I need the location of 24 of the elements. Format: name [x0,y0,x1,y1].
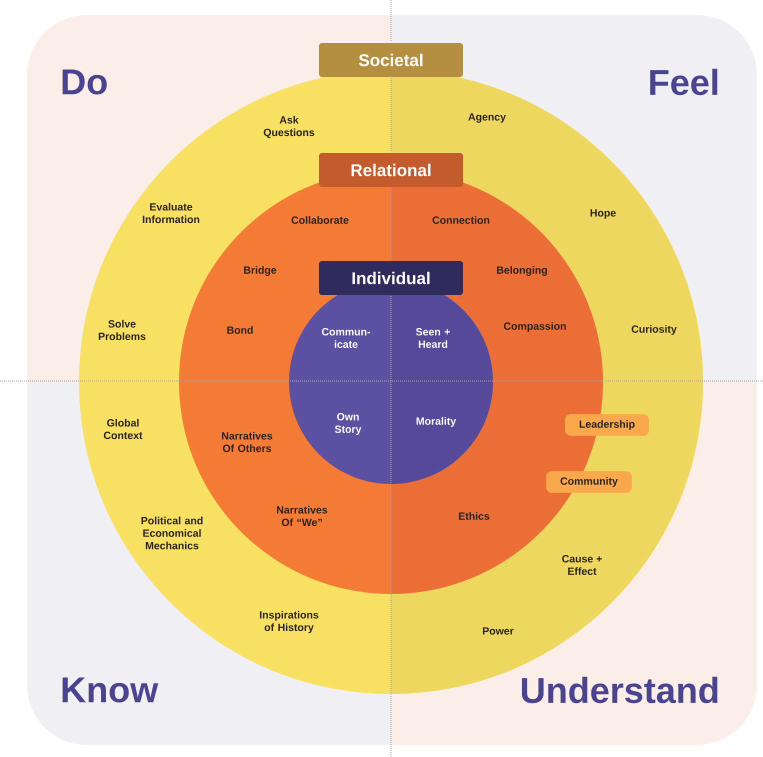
label: Curiosity [632,325,677,335]
label: Agency [468,113,506,123]
label: Bond [227,326,253,334]
label: Bridge [244,266,276,276]
highlighted-label: Leadership [565,414,650,436]
label: Collaborate [292,216,349,224]
label: Connection [432,216,490,224]
highlighted-label: Community [546,471,632,493]
label: Global Context [104,418,142,440]
label: Compassion [504,322,566,332]
label: Inspirations of History [260,610,318,634]
label: Narratives Of Others [222,432,272,452]
label: Solve Problems [98,320,146,340]
label: Seen + Heard [416,328,450,348]
node-label: Societal [358,54,422,66]
label: Own Story [334,413,362,435]
label: Ask Questions [264,116,314,138]
label: Commun- icate [322,328,370,348]
label: Belonging [497,266,547,276]
label: Cause + Effect [562,555,602,575]
label: Narratives Of “We” [277,506,328,526]
label: Power [482,627,514,635]
label: Morality [416,417,456,427]
label: Ethics [458,512,490,520]
